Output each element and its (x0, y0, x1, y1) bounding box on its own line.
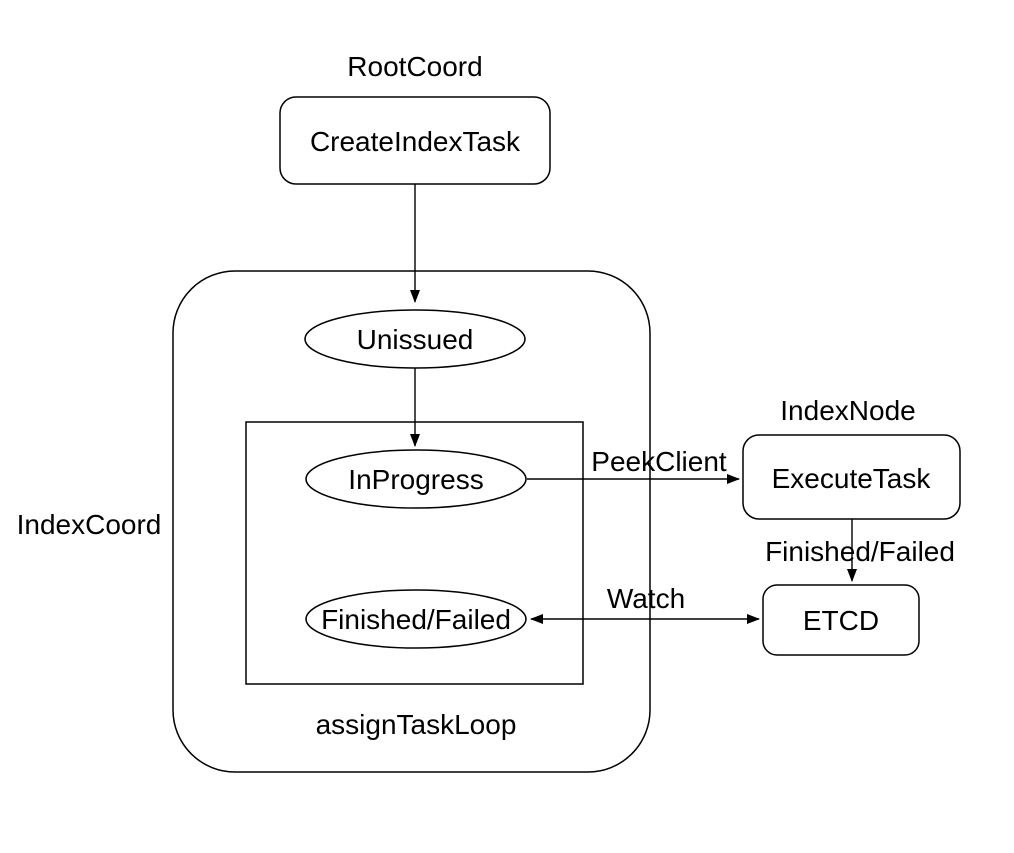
node-execute-task: ExecuteTask (742, 434, 961, 520)
unissued-label: Unissued (357, 324, 474, 355)
node-etcd: ETCD (762, 584, 920, 656)
node-unissued: Unissued (304, 309, 526, 369)
node-in-progress: InProgress (305, 449, 527, 509)
root-coord-label: RootCoord (347, 51, 482, 82)
node-create-index-task: CreateIndexTask (279, 96, 551, 185)
create-index-task-label: CreateIndexTask (310, 126, 521, 157)
execute-task-label: ExecuteTask (772, 463, 932, 494)
execute-task-box (742, 434, 961, 520)
index-node-label: IndexNode (780, 395, 915, 426)
peek-client-edge-label: PeekClient (591, 446, 727, 477)
create-index-task-box (279, 96, 551, 185)
in-progress-label: InProgress (348, 464, 483, 495)
finished-failed-label: Finished/Failed (321, 604, 511, 635)
index-coord-label: IndexCoord (17, 509, 162, 540)
finished-failed-edge-label: Finished/Failed (765, 536, 955, 567)
finished-failed-ellipse (305, 589, 527, 649)
assign-task-loop-label: assignTaskLoop (316, 709, 517, 740)
unissued-ellipse (304, 309, 526, 369)
etcd-label: ETCD (803, 605, 879, 636)
watch-edge-label: Watch (607, 583, 685, 614)
node-finished-failed: Finished/Failed (305, 589, 527, 649)
etcd-box (762, 584, 920, 656)
in-progress-ellipse (305, 449, 527, 509)
